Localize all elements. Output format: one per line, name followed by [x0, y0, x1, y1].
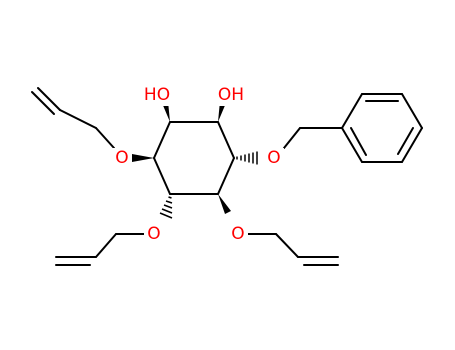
phenyl-ring	[341, 93, 423, 163]
atom-labels: HO OH O O O O	[112, 84, 284, 246]
atom-label-o-bottom-left: O	[147, 224, 160, 244]
wedge-bond-oh-right	[218, 101, 226, 122]
hash-bond-o-benzyl	[236, 151, 258, 165]
allyl-group-left	[31, 87, 115, 149]
allyl-group-bottom-left	[55, 233, 145, 266]
wedge-bond-o-left	[132, 154, 154, 162]
hash-bond-o-bottom-left	[159, 196, 173, 219]
benzyl-group	[283, 93, 423, 163]
atom-label-o-bottom-right: O	[231, 224, 244, 244]
atom-label-o-benzyl: O	[267, 148, 280, 168]
allyl-group-bottom-right	[247, 233, 339, 266]
cyclohexane-ring	[153, 121, 235, 195]
wedge-bond-ho-left	[162, 101, 170, 122]
wedge-bond-o-bottom-right	[218, 194, 231, 214]
atom-label-oh: OH	[218, 85, 244, 105]
atom-label-ho: HO	[144, 85, 170, 105]
atom-label-o-left: O	[115, 148, 128, 168]
